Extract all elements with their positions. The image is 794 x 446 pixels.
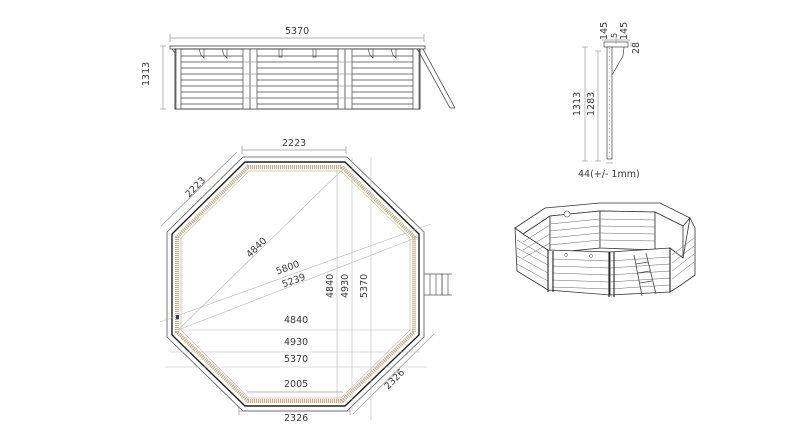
elevation-view <box>160 34 456 110</box>
plan-view <box>159 146 452 420</box>
isometric-view <box>514 202 696 297</box>
section-detail <box>582 37 632 164</box>
